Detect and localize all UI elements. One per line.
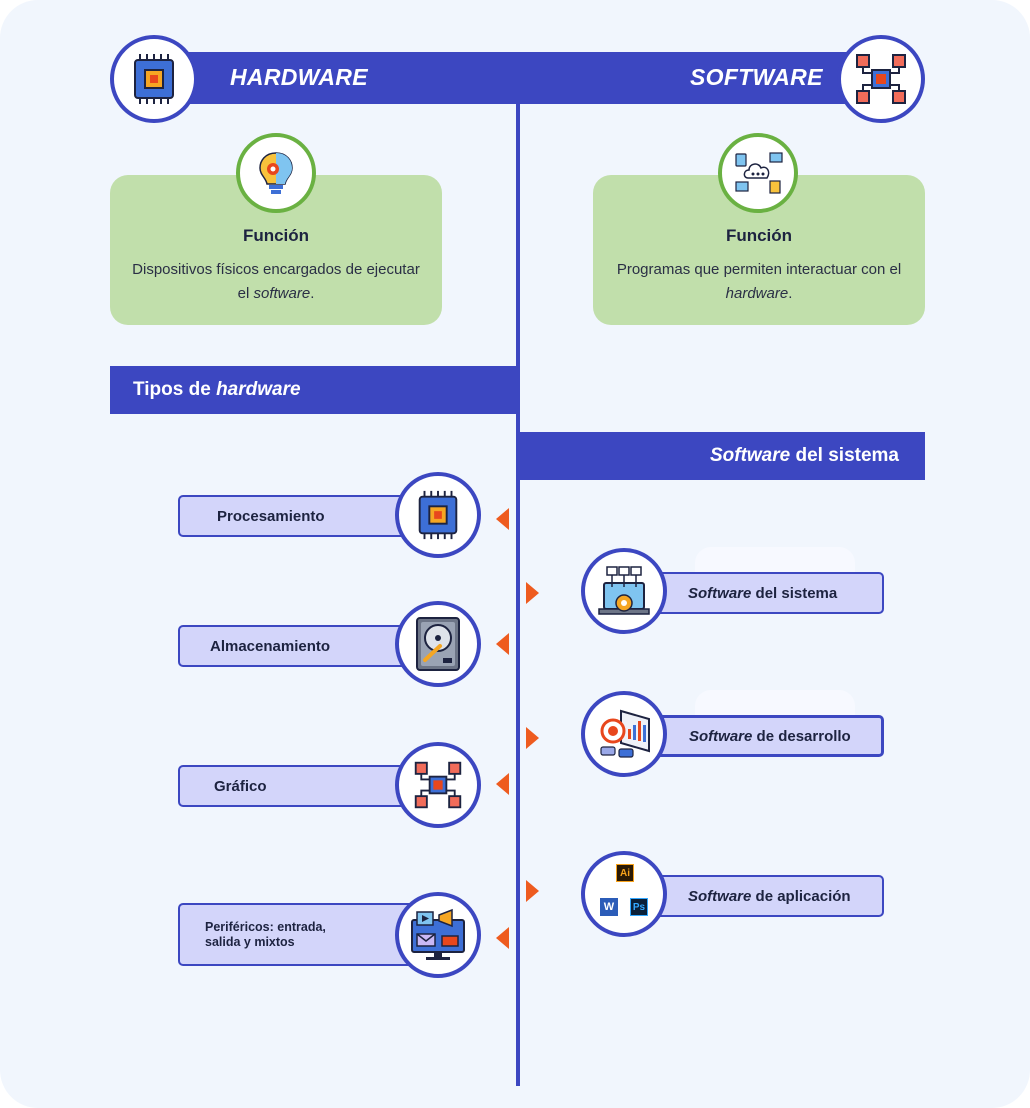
header-bar: [152, 52, 874, 104]
arrow-marker: [496, 508, 509, 530]
photoshop-logo-icon: Ps: [630, 898, 648, 916]
word-logo-icon: W: [600, 898, 618, 916]
software-types-heading: Software del sistema: [520, 432, 925, 480]
hardware-types-heading: Tipos de hardware: [110, 366, 516, 414]
app-logos-icon: Ai W Ps: [581, 851, 667, 937]
cloud-network-icon: [718, 133, 798, 213]
monitor-media-icon: [395, 892, 481, 978]
hardware-item-processing: Procesamiento: [178, 495, 418, 537]
hardware-item-peripherals: Periféricos: entrada, salida y mixtos: [178, 903, 418, 966]
arrow-marker: [496, 773, 509, 795]
hardware-item-graphics: Gráfico: [178, 765, 418, 807]
arrow-marker: [526, 880, 539, 902]
circuit-chip-icon: [110, 35, 198, 123]
software-function-text: Programas que permiten interactuar con e…: [616, 261, 902, 302]
software-function-title: Función: [725, 226, 793, 245]
arrow-marker: [496, 927, 509, 949]
center-timeline-line: [516, 104, 520, 1086]
dev-dashboard-icon: [581, 691, 667, 777]
illustrator-logo-icon: Ai: [616, 864, 634, 882]
software-item-development: Software de desarrollo: [620, 715, 884, 757]
cpu-chip-icon: [395, 472, 481, 558]
hardware-function-title: Función: [242, 226, 310, 245]
hardware-function-text: Dispositivos físicos encargados de ejecu…: [132, 261, 420, 302]
hardware-title: HARDWARE: [230, 64, 368, 90]
laptop-gear-icon: [581, 548, 667, 634]
brain-lightbulb-icon: [236, 133, 316, 213]
arrow-marker: [526, 727, 539, 749]
circuit-network-icon: [837, 35, 925, 123]
software-title: SOFTWARE: [690, 64, 823, 90]
arrow-marker: [496, 633, 509, 655]
circuit-board-icon: [395, 742, 481, 828]
hard-drive-icon: [395, 601, 481, 687]
hardware-item-storage: Almacenamiento: [178, 625, 418, 667]
arrow-marker: [526, 582, 539, 604]
